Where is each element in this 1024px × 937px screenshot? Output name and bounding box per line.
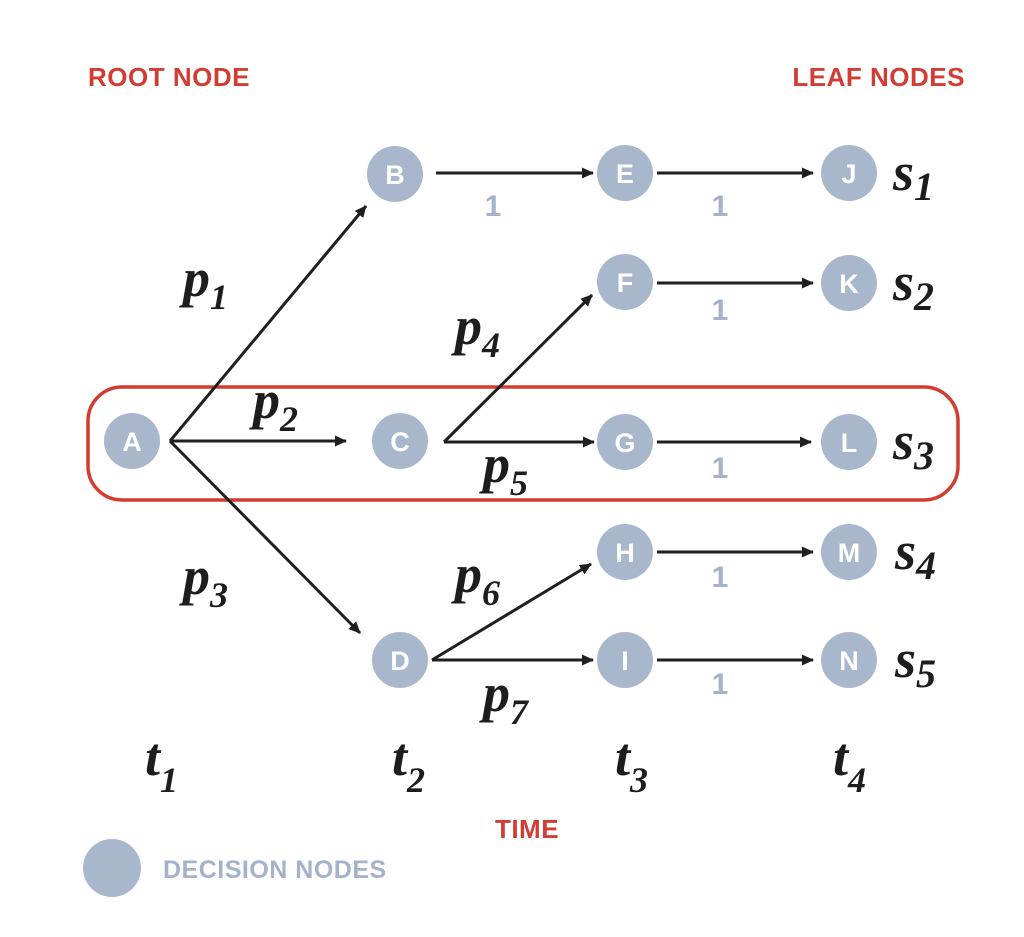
svg-text:B: B: [385, 160, 405, 190]
decision-node-legend-icon: [83, 839, 141, 897]
svg-text:C: C: [390, 427, 410, 457]
node-M: M: [821, 524, 877, 580]
node-J: J: [821, 145, 877, 201]
weight-label-B-E: 1: [485, 190, 502, 223]
time-label-t1: t1: [145, 727, 178, 800]
decision-nodes-legend-label: DECISION NODES: [163, 856, 387, 884]
scenario-highlight-box: [86, 385, 960, 502]
node-N: N: [821, 632, 877, 688]
svg-text:G: G: [614, 428, 635, 458]
svg-text:A: A: [122, 427, 142, 457]
node-F: F: [597, 254, 653, 310]
probability-label-p7: p7: [479, 663, 530, 732]
edge-A-B: [168, 205, 368, 442]
decision-nodes-legend: DECISION NODES: [83, 839, 387, 897]
scenario-label-s1: s1: [892, 142, 934, 209]
probability-label-p5: p5: [479, 434, 528, 503]
weight-label-G-L: 1: [712, 452, 729, 485]
svg-text:J: J: [841, 159, 856, 189]
node-A: A: [104, 413, 160, 469]
node-H: H: [597, 524, 653, 580]
probability-label-p2: p2: [249, 370, 298, 439]
time-axis-heading: TIME: [495, 814, 559, 844]
weight-label-E-J: 1: [712, 190, 729, 223]
scenario-label-s3: s3: [892, 411, 934, 478]
time-label-t4: t4: [833, 727, 866, 800]
node-L: L: [821, 414, 877, 470]
svg-text:M: M: [838, 538, 861, 568]
root-node-heading: ROOT NODE: [88, 62, 250, 92]
probability-label-p1: p1: [179, 248, 228, 317]
time-label-t2: t2: [392, 727, 425, 800]
node-I: I: [597, 632, 653, 688]
svg-text:K: K: [839, 269, 859, 299]
probability-label-p3: p3: [179, 546, 228, 615]
node-D: D: [372, 632, 428, 688]
probability-label-p4: p4: [451, 296, 500, 365]
svg-text:H: H: [615, 538, 635, 568]
node-K: K: [821, 255, 877, 311]
weight-label-I-N: 1: [712, 668, 729, 701]
node-B: B: [367, 146, 423, 202]
time-label-t3: t3: [615, 727, 648, 800]
svg-text:D: D: [390, 646, 410, 676]
svg-text:F: F: [617, 268, 634, 298]
edge-D-H: [431, 562, 592, 662]
edge-A-D: [168, 439, 362, 635]
weight-label-F-K: 1: [712, 294, 729, 327]
leaf-nodes-heading: LEAF NODES: [792, 62, 965, 92]
node-G: G: [597, 414, 653, 470]
edge-C-F: [442, 293, 594, 444]
svg-text:N: N: [839, 646, 859, 676]
scenario-label-s2: s2: [892, 252, 934, 319]
scenario-label-s5: s5: [894, 629, 936, 696]
node-E: E: [597, 145, 653, 201]
weight-label-H-M: 1: [712, 561, 729, 594]
svg-text:E: E: [616, 159, 634, 189]
svg-text:I: I: [621, 646, 629, 676]
scenario-label-s4: s4: [894, 521, 936, 588]
svg-text:L: L: [841, 428, 858, 458]
probability-label-p6: p6: [451, 544, 500, 613]
node-C: C: [372, 413, 428, 469]
